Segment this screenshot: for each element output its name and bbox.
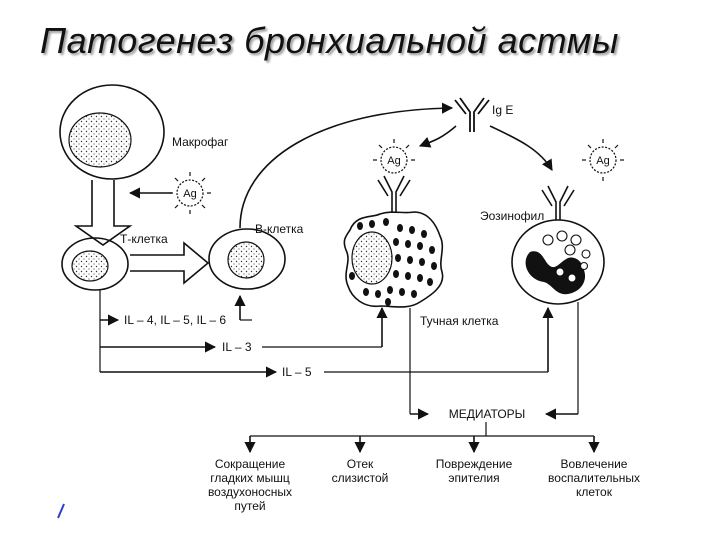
- svg-text:гладких мышц: гладких мышц: [210, 471, 290, 485]
- macrophage-cell: [59, 84, 165, 180]
- tcell-to-bcell-arrow: [130, 241, 210, 285]
- antigen-label-2: Ag: [387, 155, 400, 167]
- antigen-icon: [169, 172, 211, 214]
- outcome-inflammatory-cells: Вовлечение воспалительных клеток: [548, 457, 640, 499]
- svg-text:слизистой: слизистой: [332, 471, 389, 485]
- il-4-5-6-label: IL – 4, IL – 5, IL – 6: [124, 313, 226, 327]
- outcome-mucosal-edema: Отек слизистой: [332, 457, 389, 485]
- ige-antibody-icon: [454, 97, 490, 132]
- slide-title: Патогенез бронхиальной астмы: [40, 20, 619, 61]
- outcome-epithelial-damage: Повреждение эпителия: [436, 457, 513, 485]
- eosinophil-label: Эозинофил: [480, 209, 544, 223]
- antigen-icon: [582, 139, 624, 181]
- bcell-to-ige-arrow: [239, 102, 454, 229]
- svg-text:путей: путей: [234, 499, 265, 513]
- outcome-muscle-contraction: Сокращение гладких мышц воздухоносных пу…: [208, 457, 292, 513]
- svg-text:Вовлечение: Вовлечение: [561, 457, 628, 471]
- b-cell-label: В-клетка: [255, 222, 304, 236]
- b-cell: [208, 228, 286, 290]
- antigen-icon: [373, 139, 415, 174]
- svg-text:воздухоносных: воздухоносных: [208, 485, 292, 499]
- antigen-label-3: Ag: [596, 155, 609, 167]
- eosinophil-cell: [511, 219, 605, 305]
- t-cell: [61, 237, 129, 291]
- mediator-release-lines: [244, 302, 600, 454]
- ige-label: Ig E: [492, 103, 513, 117]
- svg-text:Отек: Отек: [347, 457, 374, 471]
- svg-text:Повреждение: Повреждение: [436, 457, 513, 471]
- antigen-label-1: Ag: [183, 188, 196, 200]
- t-cell-label: Т-клетка: [120, 232, 168, 246]
- svg-text:воспалительных: воспалительных: [548, 471, 640, 485]
- mast-ige-receptor: [377, 175, 411, 212]
- mediators-label: МЕДИАТОРЫ: [449, 407, 526, 421]
- macrophage-label: Макрофаг: [172, 135, 229, 149]
- il-3-label: IL – 3: [222, 340, 252, 354]
- macrophage-to-tcell-arrow: [73, 180, 133, 246]
- mast-cell: [343, 211, 444, 308]
- mast-cell-label: Тучная клетка: [420, 314, 499, 328]
- svg-text:клеток: клеток: [576, 485, 613, 499]
- eos-ige-receptor: [541, 185, 575, 220]
- ige-to-mast-arrow: [418, 125, 457, 148]
- interleukin-pathways: [99, 290, 554, 378]
- slide-mark: [57, 503, 65, 519]
- svg-text:Сокращение: Сокращение: [215, 457, 286, 471]
- ige-to-eos-arrow: [489, 125, 553, 171]
- svg-text:эпителия: эпителия: [448, 471, 499, 485]
- il-5-label: IL – 5: [282, 365, 312, 379]
